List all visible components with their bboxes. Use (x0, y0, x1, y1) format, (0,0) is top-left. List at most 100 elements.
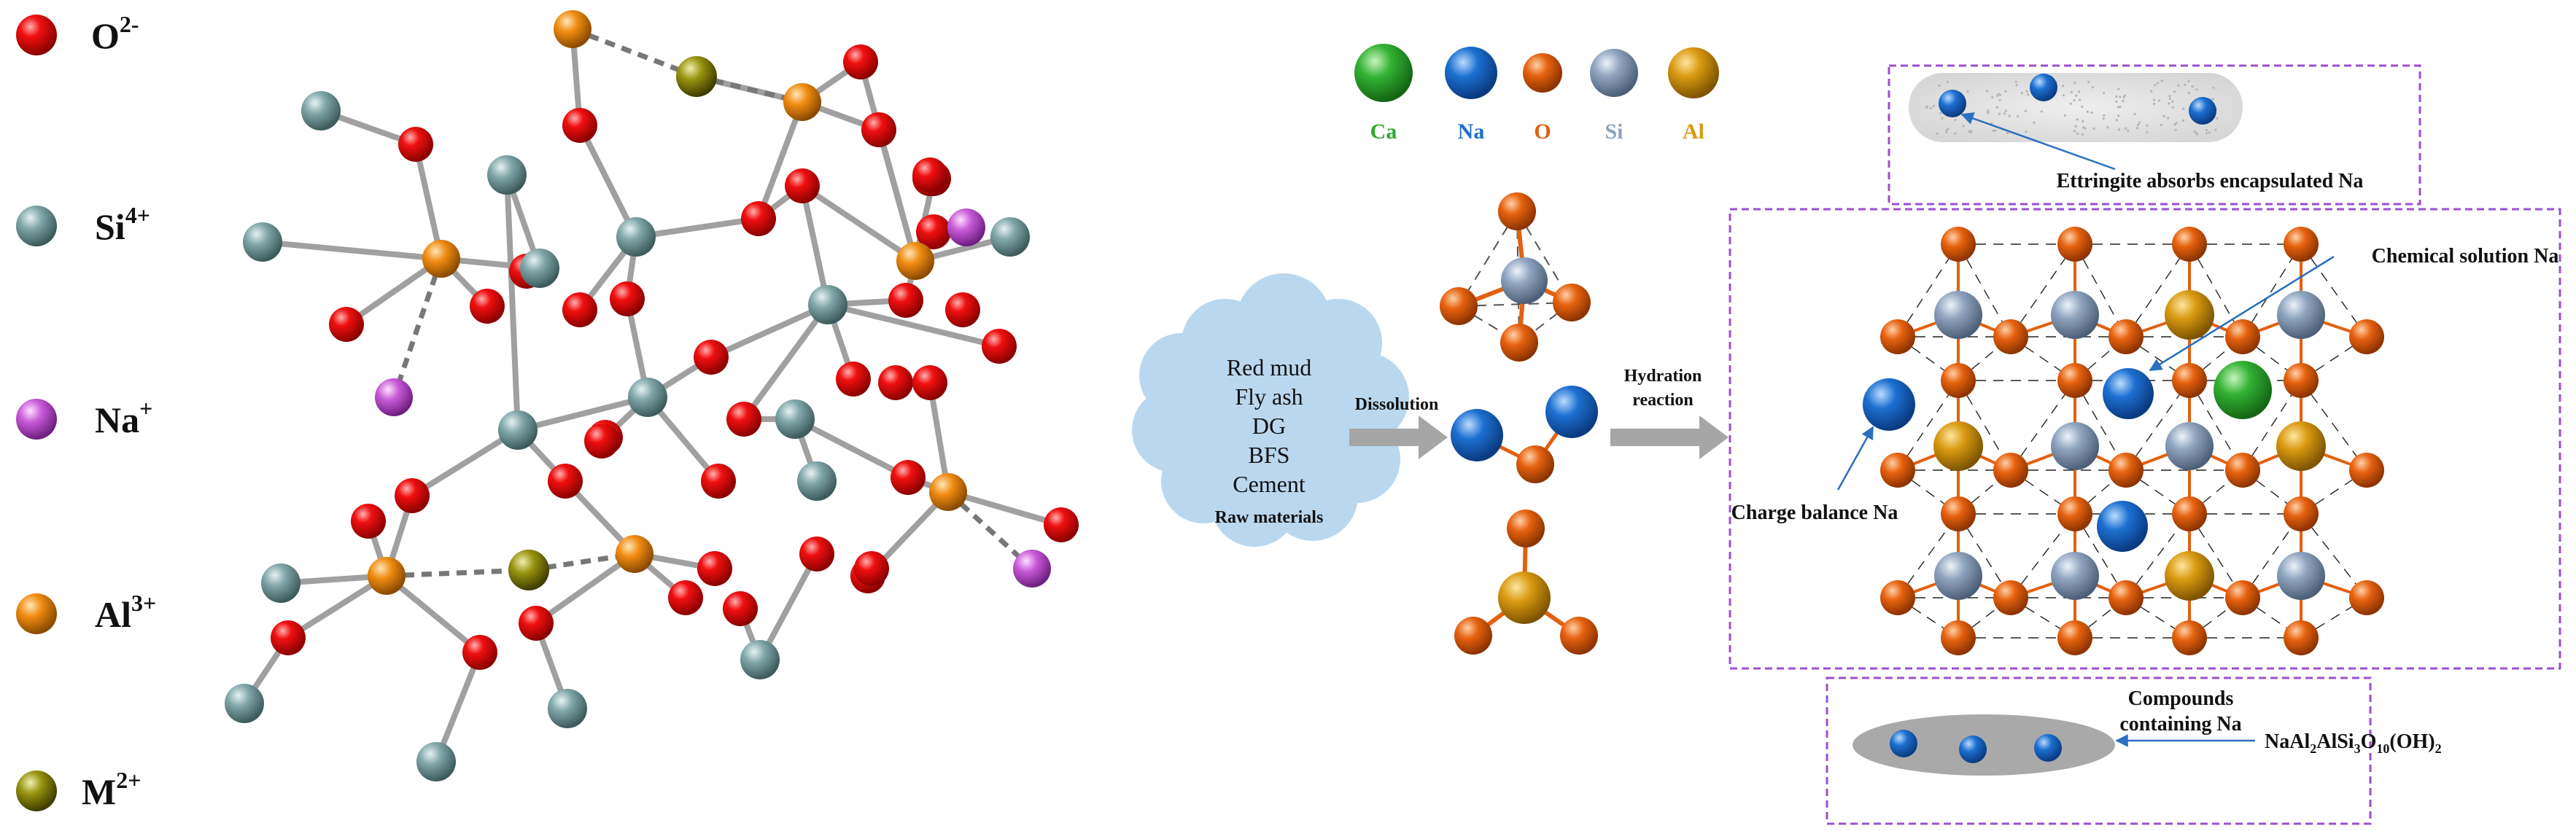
lattice-oxygen-atom (2172, 227, 2207, 262)
sodium-atom (947, 208, 985, 246)
texture-dot (1941, 117, 1943, 120)
texture-dot (2153, 103, 2155, 105)
texture-dot (2075, 125, 2077, 128)
texture-dot (2021, 92, 2023, 94)
legend-o-label: O (1534, 120, 1551, 144)
texture-dot (2025, 90, 2028, 93)
texture-dot (2168, 95, 2170, 97)
lattice-oxygen-atom (2284, 620, 2319, 655)
oxygen-atom (398, 127, 433, 162)
oxygen-atom (562, 108, 597, 143)
texture-dot (2177, 85, 2179, 87)
aluminium-atom (896, 242, 934, 280)
texture-dot (2167, 117, 2169, 120)
ettringite-caption: Ettringite absorbs encapsulated Na (2057, 170, 2364, 192)
charge-balance-sodium-atom (1863, 378, 1915, 431)
silicon-atom (416, 742, 456, 781)
texture-dot (2070, 103, 2072, 105)
texture-dot (2004, 90, 2006, 93)
texture-dot (2182, 108, 2184, 110)
silicon-atom (261, 563, 300, 603)
texture-dot (2118, 128, 2120, 130)
aluminium-atom (616, 535, 653, 573)
texture-dot (2150, 90, 2152, 92)
oxygen-atom (1553, 284, 1591, 321)
texture-dot (1968, 130, 1971, 132)
charge-balance-pointer (1838, 427, 1873, 490)
legend-si-item: Si (1590, 49, 1638, 144)
lattice-oxygen-atom (1880, 580, 1915, 615)
oxygen-atom (1498, 192, 1536, 230)
lattice-oxygen-atom (1941, 227, 1976, 262)
texture-dot (2146, 131, 2148, 133)
legend-item-al: Al3+ (16, 590, 156, 635)
texture-dot (2138, 122, 2141, 124)
legend-item-m: M2+ (16, 767, 141, 812)
metal-m-atom (508, 550, 549, 590)
lattice-silicon-atom (2051, 291, 2099, 339)
lattice-oxygen-atom (2108, 453, 2144, 488)
texture-dot (2025, 110, 2027, 112)
texture-dot (2212, 98, 2214, 100)
texture-dot (2005, 109, 2007, 112)
texture-dot (1966, 90, 1968, 93)
sodium-atom (1013, 550, 1051, 588)
texture-dot (2146, 125, 2148, 127)
texture-dot (2153, 98, 2155, 101)
texture-dot (2090, 112, 2092, 114)
oxygen-atom (982, 329, 1017, 364)
texture-dot (2082, 120, 2084, 122)
legend-si-label: Si4+ (95, 202, 150, 247)
lattice-oxygen-atom (2349, 580, 2384, 615)
texture-dot (2103, 92, 2105, 94)
texture-dot (1996, 106, 1998, 109)
lattice-aluminium-atom (1933, 421, 1983, 471)
texture-dot (1933, 105, 1935, 107)
metal-m-atom (676, 56, 717, 97)
lattice-silicon-atom (2051, 422, 2099, 470)
texture-dot (2092, 86, 2094, 88)
texture-dot (2115, 95, 2117, 98)
legend-item-si: Si4+ (16, 202, 150, 247)
oxygen-atom (329, 307, 364, 342)
texture-dot (1991, 96, 1993, 98)
oxygen-atom (271, 620, 306, 655)
molecular-cluster (225, 10, 1079, 781)
texture-dot (1945, 131, 1947, 133)
texture-dot (2127, 130, 2129, 132)
lattice-oxygen-atom (1941, 496, 1976, 531)
compound-sodium-atom (1890, 730, 1917, 757)
encapsulated-sodium-atom (1939, 90, 1966, 117)
texture-dot (2212, 87, 2214, 89)
lattice-oxygen-atom (2108, 319, 2144, 354)
legend-item-na: Na+ (16, 395, 152, 440)
compounds-panel: Compoundscontaining NaNaAl2AlSi3O10(OH)2 (1827, 678, 2442, 824)
oxygen-atom (462, 635, 497, 670)
texture-dot (2075, 95, 2077, 97)
raw-material-5: Cement (1233, 471, 1306, 497)
aluminium-atom (783, 83, 821, 121)
texture-dot (2188, 92, 2190, 94)
texture-dot (2115, 101, 2117, 103)
oxygen-atom (694, 340, 729, 375)
legend-m-atom-icon (16, 770, 57, 811)
raw-material-4: BFS (1249, 442, 1290, 468)
dissolved-species (1440, 192, 1598, 655)
oxygen-atom (697, 551, 732, 586)
legend-si-atom-icon (1590, 49, 1638, 97)
lattice-oxygen-atom (2225, 319, 2260, 354)
encapsulated-sodium-atom (2189, 97, 2216, 125)
texture-dot (2195, 88, 2197, 90)
silicon-atom (628, 378, 667, 417)
legend-al-atom-icon (16, 593, 57, 634)
texture-dot (2205, 129, 2208, 131)
cluster-bond (507, 175, 518, 430)
oxygen-atom (726, 402, 761, 437)
texture-dot (2003, 112, 2006, 114)
oxygen-atom (610, 281, 645, 316)
texture-dot (2154, 84, 2156, 86)
texture-dot (2084, 128, 2086, 130)
lattice-oxygen-atom (2057, 620, 2092, 655)
legend-si-atom-icon (16, 206, 57, 246)
legend-ca-atom-icon (1354, 44, 1413, 102)
